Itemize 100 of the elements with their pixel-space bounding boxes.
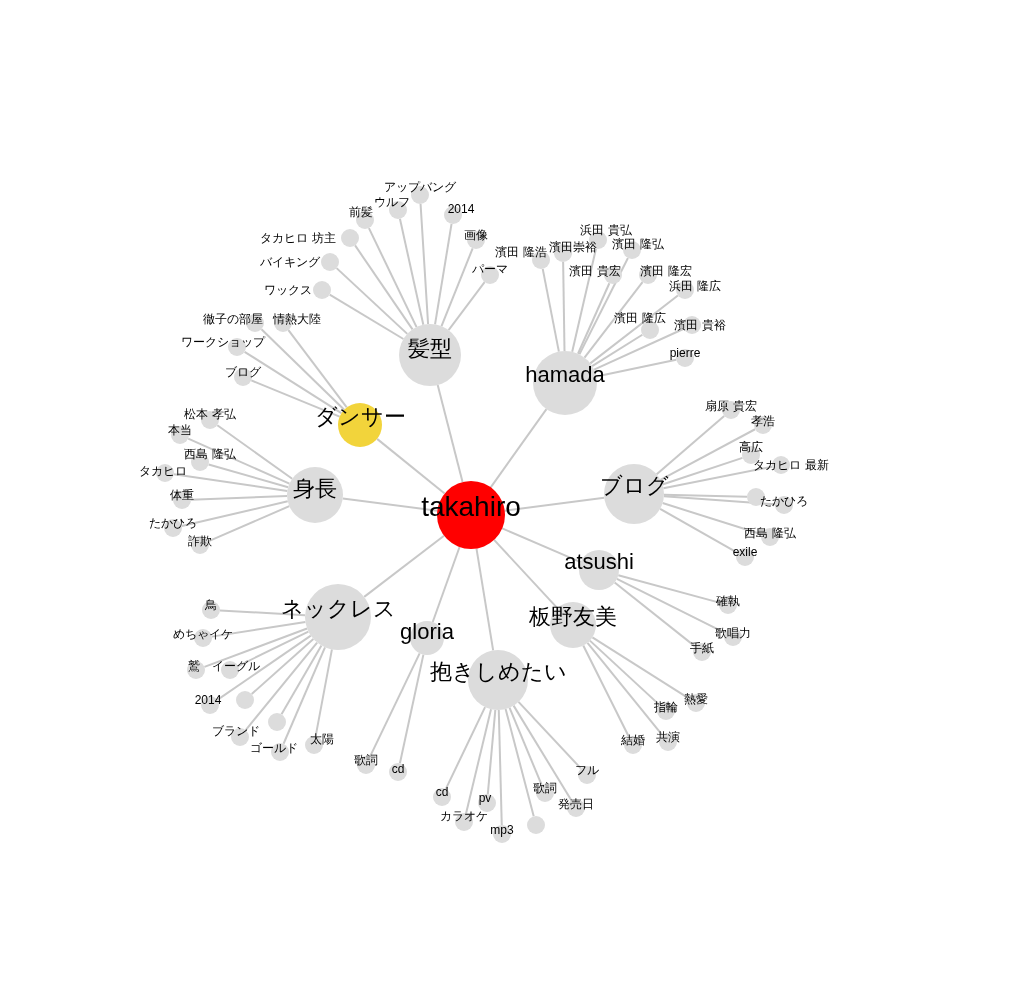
connector-line <box>613 581 696 648</box>
leaf-node-circle <box>236 691 254 709</box>
leaf-node-circle <box>313 281 331 299</box>
hub-label: gloria <box>400 621 454 643</box>
leaf-node-circle <box>202 601 220 619</box>
hub-label: 髪型 <box>408 338 452 360</box>
keyword-label: タカヒロ 坊主 <box>260 232 336 244</box>
connector-line <box>250 379 341 418</box>
hub-node-circle <box>550 602 596 648</box>
connector-line <box>659 507 739 554</box>
connector-line <box>243 350 343 415</box>
keyword-label: タカヒロ 最新 <box>753 459 829 471</box>
keyword-label: 熱愛 <box>684 693 708 705</box>
connector-line <box>376 437 446 495</box>
connector-line <box>287 329 348 409</box>
leaf-node-circle <box>268 713 286 731</box>
connector-line <box>203 627 309 668</box>
keyword-label: 画像 <box>464 229 488 241</box>
connector-line <box>589 294 679 365</box>
leaf-node-circle <box>321 253 339 271</box>
connector-line <box>207 463 290 489</box>
connector-line <box>541 267 560 353</box>
connector-line <box>562 261 566 352</box>
connector-line <box>655 414 726 476</box>
keyword-label: pv <box>478 792 492 804</box>
hub-label: atsushi <box>564 551 634 573</box>
hub-label: ネックレス <box>280 598 396 620</box>
connector-line <box>571 247 597 353</box>
connector-line <box>659 428 757 481</box>
keyword-label: タカヒロ <box>139 465 187 477</box>
leaf-node-circle <box>194 629 212 647</box>
keyword-label: 松本 孝弘 <box>184 408 236 420</box>
connector-line <box>578 257 629 356</box>
connector-line <box>187 437 291 485</box>
keyword-label: バイキング <box>260 256 320 268</box>
keyword-label: 太陽 <box>310 733 334 745</box>
keyword-label: 歌詞 <box>533 782 557 794</box>
keyword-label: 詐欺 <box>188 535 212 547</box>
hub-label: ブログ <box>599 475 669 497</box>
hub-label: 抱きしめたい <box>429 661 567 683</box>
keyword-label: パーマ <box>472 263 508 275</box>
leaf-node-circle <box>341 229 359 247</box>
keyword-label: 歌詞 <box>354 754 378 766</box>
connector-line <box>244 641 319 732</box>
connector-line <box>250 637 315 695</box>
keyword-label: イーグル <box>212 660 260 672</box>
leaf-node-circle <box>389 763 407 781</box>
keyword-label: 濱田 隆宏 <box>640 265 692 277</box>
leaf-node-circle <box>187 661 205 679</box>
keyword-label: たかひろ <box>149 517 197 529</box>
connector-line <box>586 641 664 736</box>
connector-line <box>260 328 346 411</box>
connector-line <box>583 281 644 359</box>
connector-line <box>503 496 606 512</box>
connector-line <box>440 247 474 328</box>
connector-line <box>216 424 294 480</box>
connector-line <box>489 408 548 489</box>
keyword-label: 孝浩 <box>751 415 775 427</box>
connector-line <box>419 203 430 326</box>
hub-node-circle <box>287 467 343 523</box>
keyword-label: フル <box>575 764 599 776</box>
keyword-label: アップバング <box>384 181 456 193</box>
connector-line <box>328 293 405 340</box>
connector-line <box>504 708 535 818</box>
connector-line <box>434 222 453 326</box>
keyword-label: 鷲 <box>188 660 200 672</box>
hub-label: 板野友美 <box>529 606 617 628</box>
keyword-label: 濱田 隆浩 <box>495 246 547 258</box>
connector-line <box>447 281 486 332</box>
keyword-label: exile <box>732 546 758 558</box>
keyword-label: cd <box>391 763 405 775</box>
connector-line <box>172 473 289 492</box>
keyword-label: cd <box>435 786 449 798</box>
keyword-label: 鳥 <box>205 599 217 611</box>
keyword-label: 西島 隆弘 <box>744 527 796 539</box>
keyword-label: 高広 <box>739 441 763 453</box>
keyword-label: ブログ <box>225 366 261 378</box>
connector-line <box>180 500 289 527</box>
connector-line <box>190 495 288 501</box>
connector-line <box>398 217 425 326</box>
keyword-label: 発売日 <box>558 798 594 810</box>
connector-line <box>444 706 487 790</box>
keyword-label: 濱田 隆弘 <box>612 238 664 250</box>
keyword-label: 情熱大陸 <box>273 313 321 325</box>
connector-line <box>497 709 503 826</box>
connector-line <box>512 704 573 802</box>
keyword-label: ワークショップ <box>181 336 265 348</box>
connector-line <box>363 534 445 598</box>
keyword-label: 前髪 <box>349 206 373 218</box>
leaf-node-circle <box>433 788 451 806</box>
connector-line <box>436 384 464 484</box>
connector-line <box>219 609 307 617</box>
hub-label: 身長 <box>293 478 337 500</box>
keyword-label: ウルフ <box>374 196 410 208</box>
connector-line <box>282 646 326 745</box>
keyword-label: ゴールド <box>250 742 298 754</box>
keyword-label: mp3 <box>490 824 514 836</box>
keyword-label: 濱田 隆広 <box>614 312 666 324</box>
keyword-label: 指輪 <box>654 701 678 713</box>
leaf-node-circle <box>527 816 545 834</box>
